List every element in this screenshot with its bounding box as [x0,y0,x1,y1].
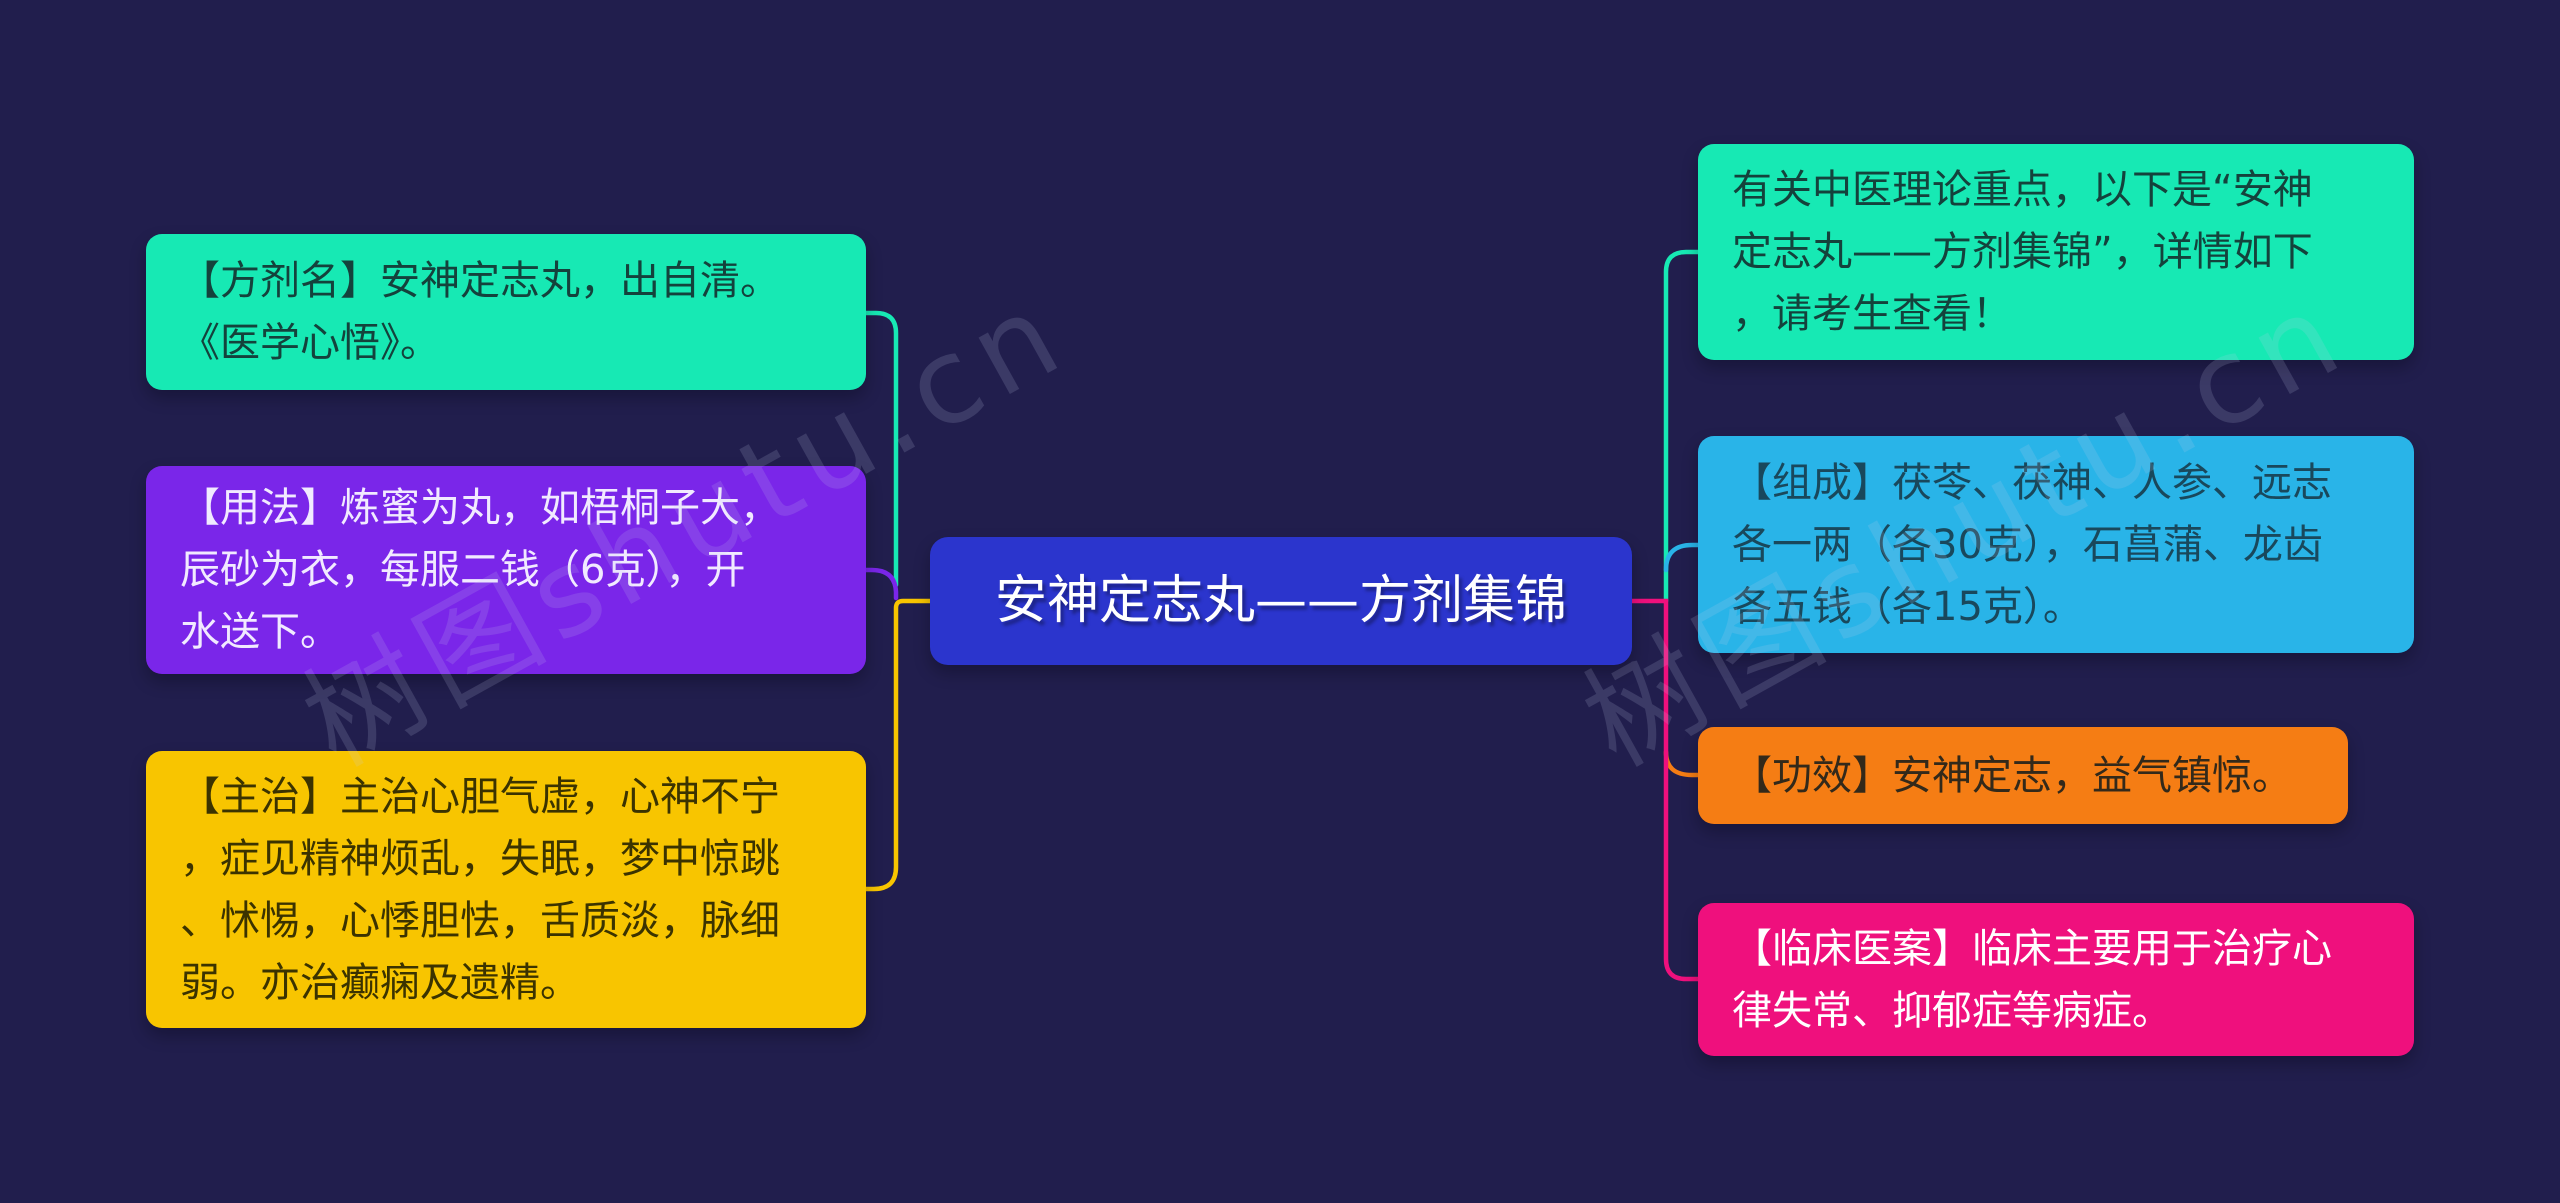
node-efficacy-label: 【功效】安神定志，益气镇惊。 [1732,752,2292,799]
node-usage[interactable]: 【用法】炼蜜为丸，如梧桐子大， 辰砂为衣，每服二钱（6克），开 水送下。 [146,466,866,674]
central-topic-node[interactable]: 安神定志丸——方剂集锦 [930,537,1632,665]
node-efficacy[interactable]: 【功效】安神定志，益气镇惊。 [1698,727,2348,824]
node-clinical-cases-label: 【临床医案】临床主要用于治疗心 律失常、抑郁症等病症。 [1732,925,2332,1034]
node-usage-label: 【用法】炼蜜为丸，如梧桐子大， 辰砂为衣，每服二钱（6克），开 水送下。 [180,485,780,655]
node-intro[interactable]: 有关中医理论重点，以下是“安神 定志丸——方剂集锦”，详情如下 ，请考生查看！ [1698,144,2414,360]
node-intro-label: 有关中医理论重点，以下是“安神 定志丸——方剂集锦”，详情如下 ，请考生查看！ [1732,167,2313,337]
node-clinical-cases[interactable]: 【临床医案】临床主要用于治疗心 律失常、抑郁症等病症。 [1698,903,2414,1056]
node-composition-label: 【组成】茯苓、茯神、人参、远志 各一两（各30克），石菖蒲、龙齿 各五钱（各15… [1732,459,2332,630]
node-composition[interactable]: 【组成】茯苓、茯神、人参、远志 各一两（各30克），石菖蒲、龙齿 各五钱（各15… [1698,436,2414,653]
connector-left-top-teal [863,310,899,588]
node-indications-label: 【主治】主治心胆气虚，心神不宁 ，症见精神烦乱，失眠，梦中惊跳 、怵惕，心悸胆怯… [180,773,780,1006]
connector-right-top-teal [1663,249,1701,604]
connector-left-mid-purple [863,567,899,601]
connector-right-orange [1663,749,1701,778]
node-formula-name[interactable]: 【方剂名】安神定志丸，出自清。 《医学心悟》。 [146,234,866,390]
connector-right-cyan [1663,542,1701,573]
connector-left-bottom-yellow [863,598,933,892]
node-formula-name-label: 【方剂名】安神定志丸，出自清。 《医学心悟》。 [180,258,780,366]
connector-right-pink [1629,598,1701,982]
central-topic-label: 安神定志丸——方剂集锦 [994,571,1567,631]
node-indications[interactable]: 【主治】主治心胆气虚，心神不宁 ，症见精神烦乱，失眠，梦中惊跳 、怵惕，心悸胆怯… [146,751,866,1028]
